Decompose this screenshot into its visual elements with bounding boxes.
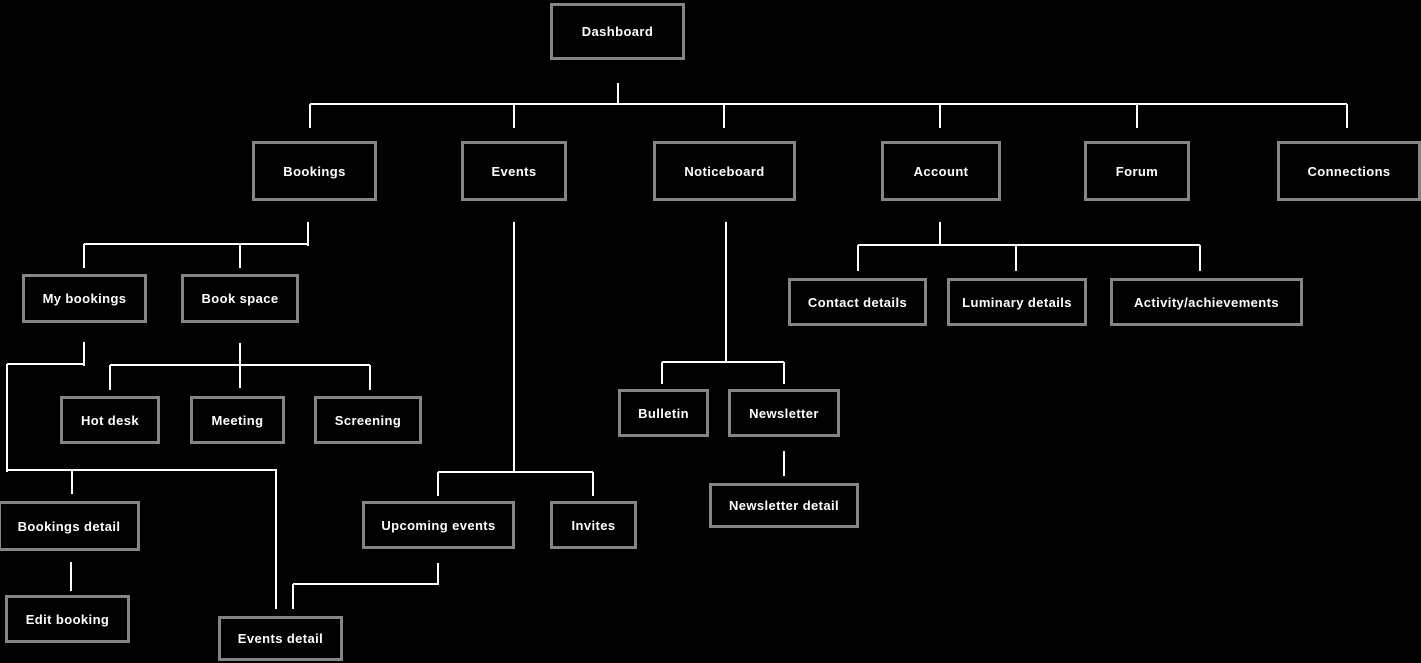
node-hot-desk[interactable]: Hot desk — [60, 396, 160, 444]
node-forum[interactable]: Forum — [1084, 141, 1190, 201]
node-label-upcoming-events: Upcoming events — [381, 517, 496, 533]
connector-line — [1199, 245, 1201, 271]
connector-line — [783, 362, 785, 384]
node-my-bookings[interactable]: My bookings — [22, 274, 147, 323]
node-contact-details[interactable]: Contact details — [788, 278, 927, 326]
node-connections[interactable]: Connections — [1277, 141, 1421, 201]
connector-line — [513, 222, 515, 473]
node-label-connections: Connections — [1307, 163, 1391, 179]
connector-line — [437, 563, 439, 585]
connector-line — [7, 469, 277, 471]
node-newsletter[interactable]: Newsletter — [728, 389, 840, 437]
connector-line — [723, 104, 725, 128]
connector-line — [70, 562, 72, 591]
node-edit-booking[interactable]: Edit booking — [5, 595, 130, 643]
connector-line — [939, 104, 941, 128]
connector-line — [1136, 104, 1138, 128]
connector-line — [858, 244, 1200, 246]
node-label-bookings: Bookings — [283, 163, 346, 179]
connector-line — [307, 222, 309, 246]
node-events[interactable]: Events — [461, 141, 567, 201]
node-label-events-detail: Events detail — [237, 631, 324, 646]
node-invites[interactable]: Invites — [550, 501, 637, 549]
connector-line — [438, 471, 593, 473]
node-label-dashboard: Dashboard — [581, 24, 654, 39]
node-meeting[interactable]: Meeting — [190, 396, 285, 444]
connector-line — [513, 104, 515, 128]
node-label-invites: Invites — [571, 517, 616, 533]
node-bookings-detail[interactable]: Bookings detail — [0, 501, 140, 551]
node-newsletter-detail[interactable]: Newsletter detail — [709, 483, 859, 528]
node-luminary-details[interactable]: Luminary details — [947, 278, 1087, 326]
connector-line — [239, 244, 241, 268]
node-label-account: Account — [913, 163, 969, 179]
node-label-forum: Forum — [1115, 163, 1159, 179]
connector-line — [661, 362, 663, 384]
connector-line — [783, 451, 785, 476]
connector-line — [939, 222, 941, 246]
node-label-contact-details: Contact details — [807, 294, 908, 310]
node-label-edit-booking: Edit booking — [25, 611, 110, 627]
node-bookings[interactable]: Bookings — [252, 141, 377, 201]
connector-line — [662, 361, 784, 363]
connector-line — [275, 470, 277, 609]
connector-line — [292, 584, 294, 609]
node-events-detail[interactable]: Events detail — [218, 616, 343, 661]
connector-line — [110, 364, 370, 366]
node-noticeboard[interactable]: Noticeboard — [653, 141, 796, 201]
node-bulletin[interactable]: Bulletin — [618, 389, 709, 437]
node-label-bookings-detail: Bookings detail — [17, 518, 121, 534]
node-label-newsletter: Newsletter — [749, 405, 819, 421]
connector-line — [617, 83, 619, 104]
node-label-my-bookings: My bookings — [42, 291, 127, 306]
node-dashboard[interactable]: Dashboard — [550, 3, 685, 60]
connector-line — [83, 342, 85, 366]
node-label-newsletter-detail: Newsletter detail — [728, 498, 840, 513]
connector-line — [71, 470, 73, 494]
connector-line — [857, 245, 859, 271]
node-label-luminary-details: Luminary details — [962, 294, 1072, 310]
node-account[interactable]: Account — [881, 141, 1001, 201]
connector-line — [109, 365, 111, 390]
connector-line — [1015, 245, 1017, 271]
node-label-hot-desk: Hot desk — [80, 412, 140, 428]
node-screening[interactable]: Screening — [314, 396, 422, 444]
node-label-screening: Screening — [334, 412, 402, 428]
connector-line — [83, 244, 85, 268]
connector-line — [1346, 104, 1348, 128]
node-label-meeting: Meeting — [211, 412, 264, 428]
connector-line — [6, 364, 8, 472]
connector-line — [309, 104, 311, 128]
connector-line — [7, 363, 84, 365]
connector-line — [310, 103, 1347, 105]
node-activity-achievements[interactable]: Activity/achievements — [1110, 278, 1303, 326]
connector-line — [84, 243, 308, 245]
connector-line — [293, 583, 438, 585]
connector-line — [592, 472, 594, 496]
node-label-book-space: Book space — [201, 291, 279, 306]
node-label-noticeboard: Noticeboard — [684, 163, 765, 179]
node-label-activity-achievements: Activity/achievements — [1134, 294, 1279, 310]
connector-line — [437, 472, 439, 496]
connector-line — [725, 222, 727, 363]
connector-line — [369, 365, 371, 390]
node-label-bulletin: Bulletin — [638, 405, 689, 421]
node-book-space[interactable]: Book space — [181, 274, 299, 323]
node-upcoming-events[interactable]: Upcoming events — [362, 501, 515, 549]
node-label-events: Events — [491, 163, 537, 179]
